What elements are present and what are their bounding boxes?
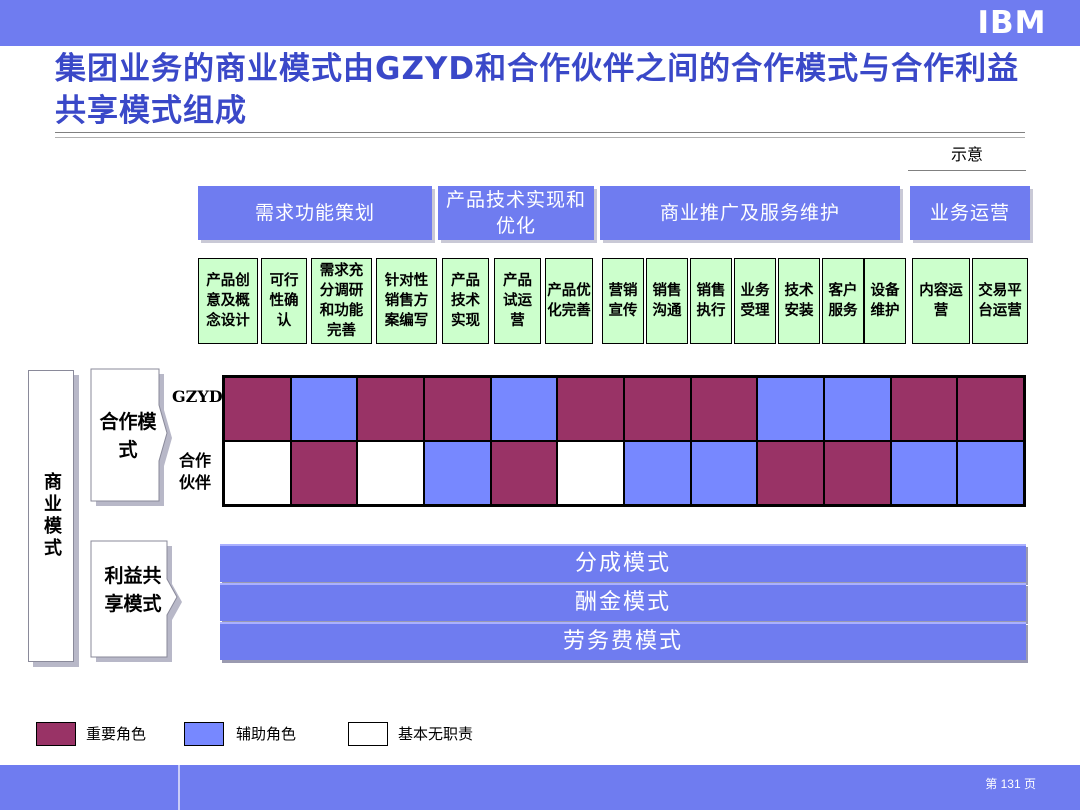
bottom-banner — [0, 765, 1080, 810]
legend-swatch-support — [184, 722, 224, 746]
matrix-cell-gzyd — [623, 377, 691, 441]
matrix-cell-partner — [357, 441, 424, 505]
matrix-cell-partner — [290, 441, 358, 505]
title-divider-secondary — [55, 137, 1025, 138]
activity-box: 客户服务 — [822, 258, 864, 344]
top-banner — [0, 0, 1080, 46]
legend-label-important: 重要角色 — [86, 725, 147, 743]
matrix-cell-gzyd — [890, 377, 958, 441]
matrix-cell-partner — [423, 441, 491, 505]
legend-swatch-none — [348, 722, 388, 746]
matrix-cell-gzyd — [490, 377, 558, 441]
matrix-cell-partner — [490, 441, 558, 505]
activity-box: 需求充分调研和功能完善 — [311, 258, 372, 344]
activity-box: 产品技术实现 — [442, 258, 489, 344]
activity-box: 针对性销售方案编写 — [376, 258, 437, 344]
coop-mode-arrow-box — [90, 368, 172, 506]
activity-box: 交易平台运营 — [972, 258, 1028, 344]
matrix-cell-gzyd — [423, 377, 491, 441]
page-number: 第 131 页 — [985, 777, 1036, 791]
schematic-note: 示意 — [908, 140, 1026, 171]
legend-swatch-important — [36, 722, 76, 746]
matrix-cell-gzyd — [224, 377, 291, 441]
matrix-cell-partner — [623, 441, 691, 505]
legend-label-support: 辅助角色 — [236, 725, 297, 743]
share-model-bar: 酬金模式 — [220, 583, 1026, 621]
matrix-cell-gzyd — [957, 377, 1024, 441]
matrix-cell-gzyd — [557, 377, 624, 441]
matrix-cell-gzyd — [823, 377, 891, 441]
activity-box: 产品优化完善 — [545, 258, 593, 344]
activity-box: 销售沟通 — [646, 258, 688, 344]
matrix-cell-partner — [224, 441, 291, 505]
phase-tech-implementation: 产品技术实现和优化 — [438, 186, 594, 240]
matrix-cell-gzyd — [690, 377, 758, 441]
share-model-bar: 分成模式 — [220, 544, 1026, 582]
footer-divider — [178, 765, 180, 810]
matrix-cell-partner — [890, 441, 958, 505]
activity-box: 内容运营 — [912, 258, 970, 344]
matrix-cell-gzyd — [357, 377, 424, 441]
share-model-bar: 劳务费模式 — [220, 622, 1026, 660]
page-title: 集团业务的商业模式由GZYD和合作伙伴之间的合作模式与合作利益共享模式组成 — [55, 51, 1020, 129]
coop-mode-label: 合作模式 — [99, 411, 157, 461]
phase-promotion-service: 商业推广及服务维护 — [600, 186, 900, 240]
phase-operation: 业务运营 — [910, 186, 1030, 240]
activity-box: 业务受理 — [734, 258, 776, 344]
ibm-logo: IBM — [974, 6, 1050, 40]
title-divider — [55, 132, 1025, 133]
activity-box: 产品创意及概念设计 — [198, 258, 258, 344]
business-model-label: 商业模式 — [28, 370, 74, 662]
matrix-cell-gzyd — [757, 377, 824, 441]
activity-box: 产品试运营 — [494, 258, 541, 344]
matrix-cell-partner — [957, 441, 1024, 505]
activity-box: 技术安装 — [778, 258, 820, 344]
phase-demand-planning: 需求功能策划 — [198, 186, 432, 240]
matrix-cell-partner — [557, 441, 624, 505]
matrix-cell-partner — [757, 441, 824, 505]
share-mode-label: 利益共享模式 — [104, 565, 162, 615]
legend-label-none: 基本无职责 — [398, 725, 474, 743]
share-mode-arrow-box — [90, 540, 182, 662]
partner-row-label: 合作伙伴 — [178, 451, 211, 492]
activity-box: 营销宣传 — [602, 258, 644, 344]
activity-box: 可行性确认 — [261, 258, 307, 344]
gzyd-row-label: GZYD — [172, 387, 223, 406]
matrix-cell-gzyd — [290, 377, 358, 441]
activity-box: 设备维护 — [864, 258, 906, 344]
matrix-cell-partner — [823, 441, 891, 505]
matrix-cell-partner — [690, 441, 758, 505]
activity-box: 销售执行 — [690, 258, 732, 344]
role-matrix — [222, 375, 1026, 507]
